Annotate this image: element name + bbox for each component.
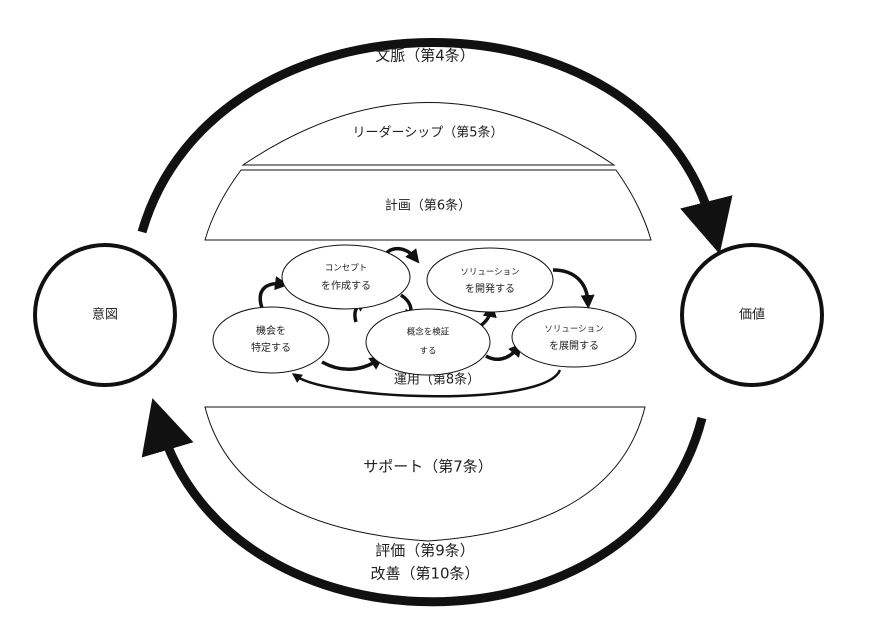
top-cycle-arrow [137, 38, 733, 255]
leadership-dome [241, 102, 616, 166]
intent-label: 意図 [92, 307, 118, 323]
identify-opportunity-line2: 特定する [251, 341, 291, 354]
leadership-label: リーダーシップ（第5条） [352, 125, 503, 141]
create-concept-line2: を作成する [321, 280, 371, 292]
process-validate-concept: 概念を検証 する [365, 308, 491, 376]
value-label: 価値 [739, 307, 765, 323]
support-bowl [204, 406, 646, 542]
develop-solution-line1: ソリューション [460, 268, 519, 278]
support-label: サポート（第7条） [363, 458, 493, 476]
process-identify-opportunity: 機会を 特定する [212, 306, 330, 374]
evaluation-label: 評価（第9条） [375, 542, 475, 560]
arrow-validate-to-deploy [485, 342, 523, 362]
operation-return-arrow [291, 369, 562, 398]
arrow-identify-to-create [258, 276, 289, 309]
arrow-develop-to-deploy [552, 268, 595, 309]
operation-label: 運用（第8条） [394, 372, 480, 388]
planning-label: 計画（第6条） [385, 198, 471, 214]
process-deploy-solution: ソリューション を展開する [511, 306, 637, 368]
intent-circle [33, 243, 177, 387]
arrow-identify-to-validate [321, 356, 384, 371]
process-develop-solution: ソリューション を開発する [426, 247, 554, 313]
value-circle [680, 243, 824, 387]
deploy-solution-line1: ソリューション [544, 325, 603, 335]
develop-solution-line2: を開発する [465, 282, 515, 295]
identify-opportunity-line1: 機会を [256, 324, 286, 337]
bottom-cycle-arrow [141, 398, 707, 607]
create-concept-line1: コンセプト [325, 264, 368, 274]
improvement-label: 改善（第10条） [370, 565, 479, 583]
process-create-concept: コンセプト を作成する [281, 244, 411, 310]
deploy-solution-line2: を展開する [549, 340, 599, 352]
context-label: 文脈（第4条） [375, 47, 475, 65]
validate-concept-line2: する [419, 347, 436, 357]
validate-concept-line1: 概念を検証 [407, 327, 450, 338]
planning-band [204, 169, 652, 241]
